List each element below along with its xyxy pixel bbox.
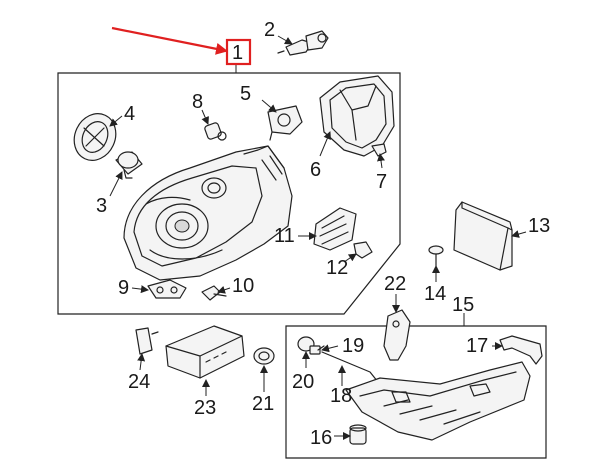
callout-21: 21 (252, 393, 274, 415)
part-3-bulb (115, 151, 143, 179)
part-23-module (165, 325, 245, 379)
part-6-housing-cover (319, 75, 395, 157)
callout-1: 1 (232, 42, 243, 64)
callout-19: 19 (342, 335, 364, 357)
part-12-connector (353, 241, 373, 259)
highlight-box (225, 38, 252, 66)
leader-4 (109, 115, 123, 127)
callout-15: 15 (452, 294, 474, 316)
part-16-grommet (349, 424, 367, 445)
part-14-screw (428, 245, 444, 267)
leader-7 (377, 153, 385, 169)
part-21-grommet (253, 347, 275, 365)
leader-19 (321, 344, 339, 353)
callout-7: 7 (376, 171, 387, 193)
callout-18: 18 (330, 385, 352, 407)
undercover-group-frame (285, 325, 547, 459)
part-8-bulb (204, 122, 227, 141)
highlight-arrow (111, 26, 228, 55)
part-17-handle (499, 335, 543, 365)
callout-2: 2 (264, 19, 275, 41)
part-13-ballast (453, 201, 513, 271)
leader-3 (109, 171, 123, 197)
part-9-mount-bracket (147, 279, 187, 299)
headlamp-assembly-frame (57, 72, 401, 315)
callout-22: 22 (384, 273, 406, 295)
callout-20: 20 (292, 371, 314, 393)
callout-11: 11 (274, 225, 295, 247)
part-4-dust-cover (73, 113, 117, 161)
leader-8 (201, 109, 209, 125)
part-5-leveling-motor (267, 105, 303, 141)
part-22-bracket (383, 309, 411, 361)
callout-17: 17 (466, 335, 488, 357)
part-2-bulb-socket (277, 30, 329, 56)
part-24-clip (135, 327, 159, 355)
leader-24 (137, 353, 146, 371)
part-15-undercover (345, 361, 531, 441)
leader-10 (217, 285, 231, 294)
callout-8: 8 (192, 91, 203, 113)
callout-13: 13 (528, 215, 550, 237)
callout-5: 5 (240, 83, 251, 105)
callout-6: 6 (310, 159, 321, 181)
callout-4: 4 (124, 103, 135, 125)
leader-12 (343, 253, 357, 263)
part-10-bolt (201, 285, 227, 301)
callout-3: 3 (96, 195, 107, 217)
callout-10: 10 (232, 275, 254, 297)
callout-14: 14 (424, 283, 446, 305)
part-11-control-module (313, 207, 357, 251)
part-7-clip (371, 143, 387, 157)
leader-2 (277, 35, 293, 45)
leader-13 (511, 230, 527, 238)
part-19-clip (309, 345, 321, 355)
leader-5 (261, 99, 277, 113)
headlamp-housing (123, 145, 293, 281)
callout-12: 12 (326, 257, 348, 279)
callout-9: 9 (118, 277, 129, 299)
leader-9 (131, 285, 149, 294)
leader-6 (319, 131, 331, 157)
callout-16: 16 (310, 427, 332, 449)
callout-23: 23 (194, 397, 216, 419)
callout-24: 24 (128, 371, 150, 393)
